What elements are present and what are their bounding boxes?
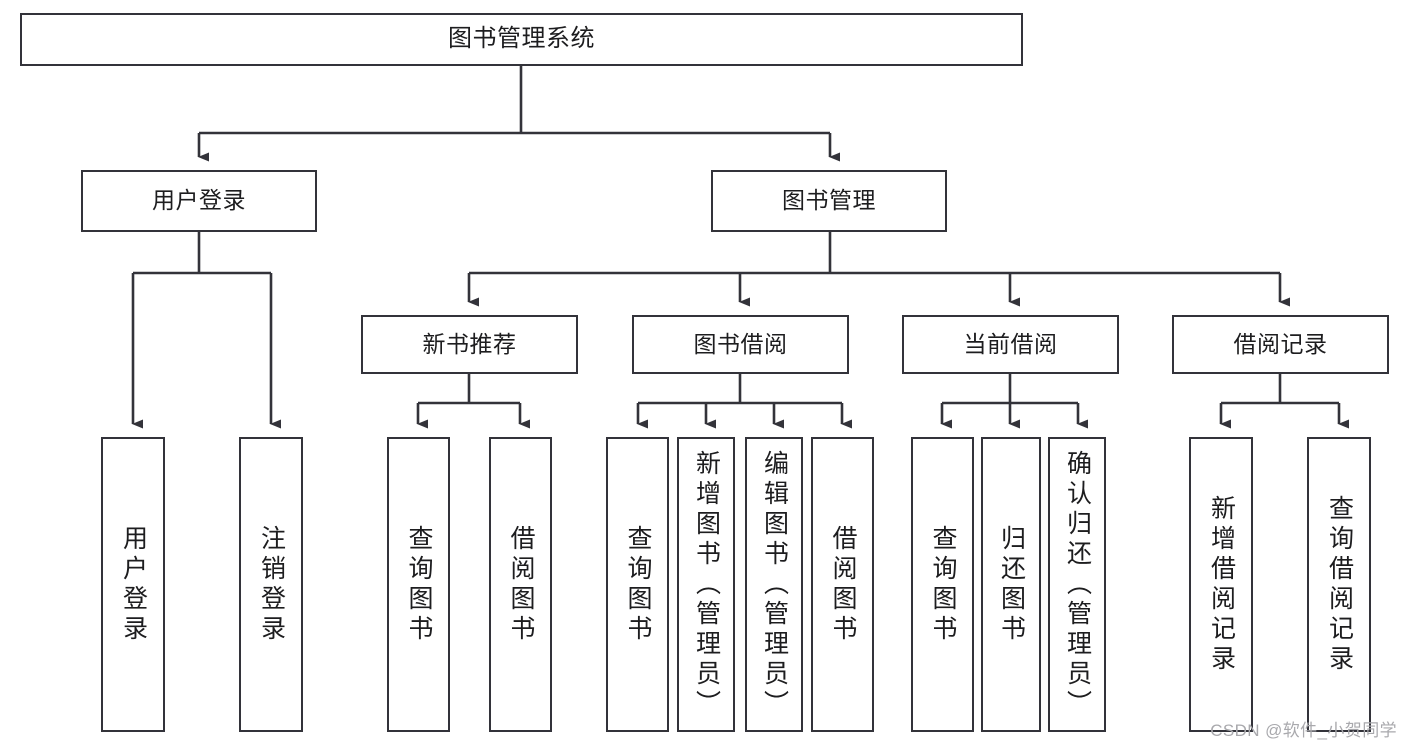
node-leaf-confirm-return[interactable]: 确认归还（管理员） [1048, 437, 1106, 732]
node-leaf-edit-book-label: 编辑图书（管理员） [760, 449, 789, 720]
node-leaf-confirm-return-label: 确认归还（管理员） [1063, 449, 1092, 720]
node-leaf-borrow-book-1-label: 借阅图书 [507, 524, 535, 645]
node-user-login-label: 用户登录 [152, 187, 246, 214]
node-leaf-query-record-label: 查询借阅记录 [1325, 494, 1354, 675]
node-leaf-add-record[interactable]: 新增借阅记录 [1189, 437, 1253, 732]
node-leaf-user-login-label: 用户登录 [119, 524, 148, 645]
node-user-login[interactable]: 用户登录 [81, 170, 317, 232]
node-new-book-recommend[interactable]: 新书推荐 [361, 315, 578, 374]
node-leaf-borrow-book-2[interactable]: 借阅图书 [811, 437, 874, 732]
node-book-borrow[interactable]: 图书借阅 [632, 315, 849, 374]
node-book-management-label: 图书管理 [782, 187, 876, 214]
node-leaf-add-book-label: 新增图书（管理员） [692, 449, 721, 720]
node-leaf-add-record-label: 新增借阅记录 [1207, 494, 1236, 675]
node-leaf-user-login[interactable]: 用户登录 [101, 437, 165, 732]
node-current-borrow-label: 当前借阅 [963, 330, 1058, 357]
node-root[interactable]: 图书管理系统 [20, 13, 1023, 66]
node-leaf-return-book-label: 归还图书 [997, 524, 1026, 645]
node-book-management[interactable]: 图书管理 [711, 170, 947, 232]
node-leaf-borrow-book-2-label: 借阅图书 [829, 524, 857, 645]
node-leaf-query-book-2-label: 查询图书 [624, 524, 652, 645]
node-root-label: 图书管理系统 [448, 25, 595, 53]
node-new-book-recommend-label: 新书推荐 [422, 330, 517, 357]
node-borrow-record[interactable]: 借阅记录 [1172, 315, 1389, 374]
node-leaf-query-book-1-label: 查询图书 [405, 524, 433, 645]
node-leaf-query-book-1[interactable]: 查询图书 [387, 437, 450, 732]
node-leaf-add-book[interactable]: 新增图书（管理员） [677, 437, 735, 732]
node-leaf-return-book[interactable]: 归还图书 [981, 437, 1041, 732]
node-borrow-record-label: 借阅记录 [1233, 330, 1328, 357]
node-leaf-edit-book[interactable]: 编辑图书（管理员） [745, 437, 803, 732]
watermark-text: CSDN @软件_小贺同学 [1210, 721, 1397, 740]
node-current-borrow[interactable]: 当前借阅 [902, 315, 1119, 374]
node-leaf-query-book-2[interactable]: 查询图书 [606, 437, 669, 732]
node-leaf-query-record[interactable]: 查询借阅记录 [1307, 437, 1371, 732]
node-leaf-query-book-3[interactable]: 查询图书 [911, 437, 974, 732]
node-leaf-query-book-3-label: 查询图书 [929, 524, 957, 645]
node-leaf-logout-login-label: 注销登录 [257, 524, 286, 645]
node-leaf-borrow-book-1[interactable]: 借阅图书 [489, 437, 552, 732]
node-leaf-logout-login[interactable]: 注销登录 [239, 437, 303, 732]
node-book-borrow-label: 图书借阅 [693, 330, 788, 357]
